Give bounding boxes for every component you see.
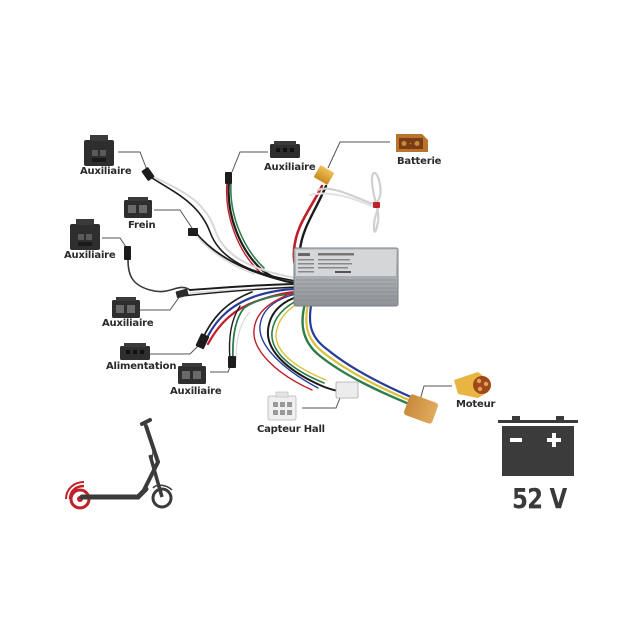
- label-auxiliaire-2: Auxiliaire: [64, 250, 116, 261]
- plug-aux3: [175, 288, 189, 299]
- connector-aux2-icon: [70, 219, 100, 250]
- plug-aux2: [124, 246, 131, 260]
- leader-lines: [102, 141, 452, 409]
- plug-aux4: [228, 356, 236, 368]
- plug-alimentation: [195, 333, 210, 350]
- label-auxiliaire-1: Auxiliaire: [80, 166, 132, 177]
- battery-minus-icon: [510, 438, 522, 442]
- scooter-icon: [65, 418, 173, 510]
- label-auxiliaire-3: Auxiliaire: [102, 318, 154, 329]
- battery-plug: [314, 165, 334, 185]
- connector-frein-icon: [124, 197, 152, 218]
- connector-aux-top-icon: [270, 141, 300, 158]
- connector-alimentation-icon: [120, 343, 150, 360]
- wire-clip: [373, 202, 380, 208]
- connector-aux4-icon: [178, 363, 206, 384]
- connector-aux3-icon: [112, 297, 140, 318]
- hall-plug: [335, 381, 359, 399]
- label-auxiliaire-top: Auxiliaire: [264, 162, 316, 173]
- battery-voltage: 52 V: [512, 482, 567, 515]
- wire-aux4: [231, 293, 299, 361]
- connector-moteur-icon: [454, 372, 491, 398]
- label-alimentation: Alimentation: [106, 361, 177, 372]
- wire-aux2: [127, 259, 191, 293]
- battery-icon: [498, 416, 578, 476]
- label-batterie: Batterie: [397, 156, 442, 167]
- wire-aux1: [151, 175, 297, 279]
- motor-plug: [403, 394, 439, 424]
- controller-box: [293, 247, 399, 307]
- connector-batterie-icon: [396, 134, 428, 152]
- wire-alimentation: [203, 287, 300, 344]
- label-capteur-hall: Capteur Hall: [257, 424, 325, 435]
- label-frein: Frein: [128, 220, 156, 231]
- plug-aux1: [141, 167, 155, 181]
- connector-aux1-icon: [84, 135, 114, 166]
- label-auxiliaire-4: Auxiliaire: [170, 386, 222, 397]
- label-moteur: Moteur: [456, 399, 496, 410]
- wire-motor: [301, 298, 416, 408]
- plug-frein: [188, 228, 198, 236]
- connector-capteur-hall-icon: [267, 391, 297, 421]
- wire-frein: [194, 231, 297, 284]
- wire-loop: [316, 171, 382, 233]
- plug-aux-top: [225, 172, 232, 184]
